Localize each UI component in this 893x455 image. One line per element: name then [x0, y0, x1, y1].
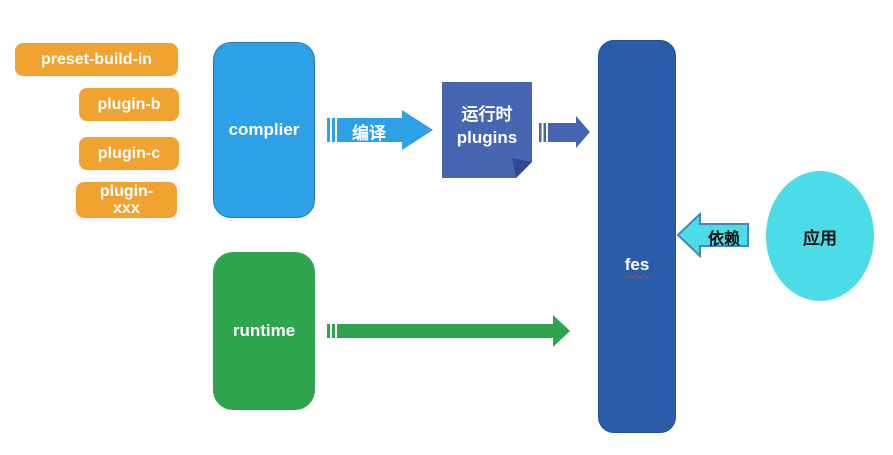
plugins-to-fes-arrow-shape: [539, 116, 590, 148]
depend-arrow-shape: [676, 211, 749, 259]
runtime-to-fes-tail-stripe: [327, 324, 330, 338]
fes-node: fes: [598, 40, 676, 433]
folded-note-corner: [512, 158, 532, 178]
plugins-to-fes-arrow: [538, 115, 592, 149]
folded-note-body: [442, 82, 532, 178]
compile-arrow-label: 编译: [352, 124, 386, 143]
depend-arrow-body: [676, 211, 749, 259]
folded-note-shape: [442, 82, 532, 178]
chip-plugin-xxx-label: plugin-xxx: [99, 183, 154, 217]
app-ellipse: 应用: [766, 171, 874, 301]
runtime-to-fes-arrow-shape: [327, 315, 570, 347]
chip-plugin-c: plugin-c: [79, 137, 179, 170]
complier-node-label: complier: [228, 120, 300, 139]
runtime-plugins-line1: 运行时: [461, 105, 513, 125]
runtime-to-fes-tail-stripe: [332, 324, 335, 338]
chip-preset-build-in-label: preset-build-in: [40, 51, 153, 68]
compile-arrow-shape: [327, 110, 433, 150]
compile-arrow-tail-stripe: [332, 118, 335, 142]
chip-plugin-b: plugin-b: [79, 88, 179, 121]
runtime-to-fes-arrow-body: [337, 315, 570, 347]
runtime-plugins-note-label: 运行时 plugins: [442, 82, 532, 170]
chip-plugin-xxx: plugin-xxx: [76, 182, 177, 218]
plugins-to-fes-tail-stripe: [539, 123, 542, 142]
plugins-to-fes-tail-stripe: [543, 123, 546, 142]
compile-arrow-tail-stripe: [327, 118, 330, 142]
depend-arrow-label: 依赖: [707, 231, 740, 248]
compile-arrow: 编译: [325, 108, 435, 152]
plugins-to-fes-arrow-body: [548, 116, 590, 148]
runtime-to-fes-arrow: [326, 313, 572, 349]
runtime-plugins-note: 运行时 plugins: [442, 82, 532, 178]
complier-node: complier: [213, 42, 315, 218]
depend-arrow: 依赖: [676, 211, 750, 259]
runtime-node-label: runtime: [232, 321, 296, 340]
runtime-node: runtime: [213, 252, 315, 410]
chip-plugin-b-label: plugin-b: [97, 96, 161, 113]
fes-node-label: fes: [624, 255, 650, 274]
runtime-plugins-line2: plugins: [456, 128, 518, 148]
app-ellipse-label: 应用: [803, 228, 837, 248]
compile-arrow-body: [337, 110, 433, 150]
chip-preset-build-in: preset-build-in: [15, 43, 178, 76]
chip-plugin-c-label: plugin-c: [97, 145, 161, 162]
